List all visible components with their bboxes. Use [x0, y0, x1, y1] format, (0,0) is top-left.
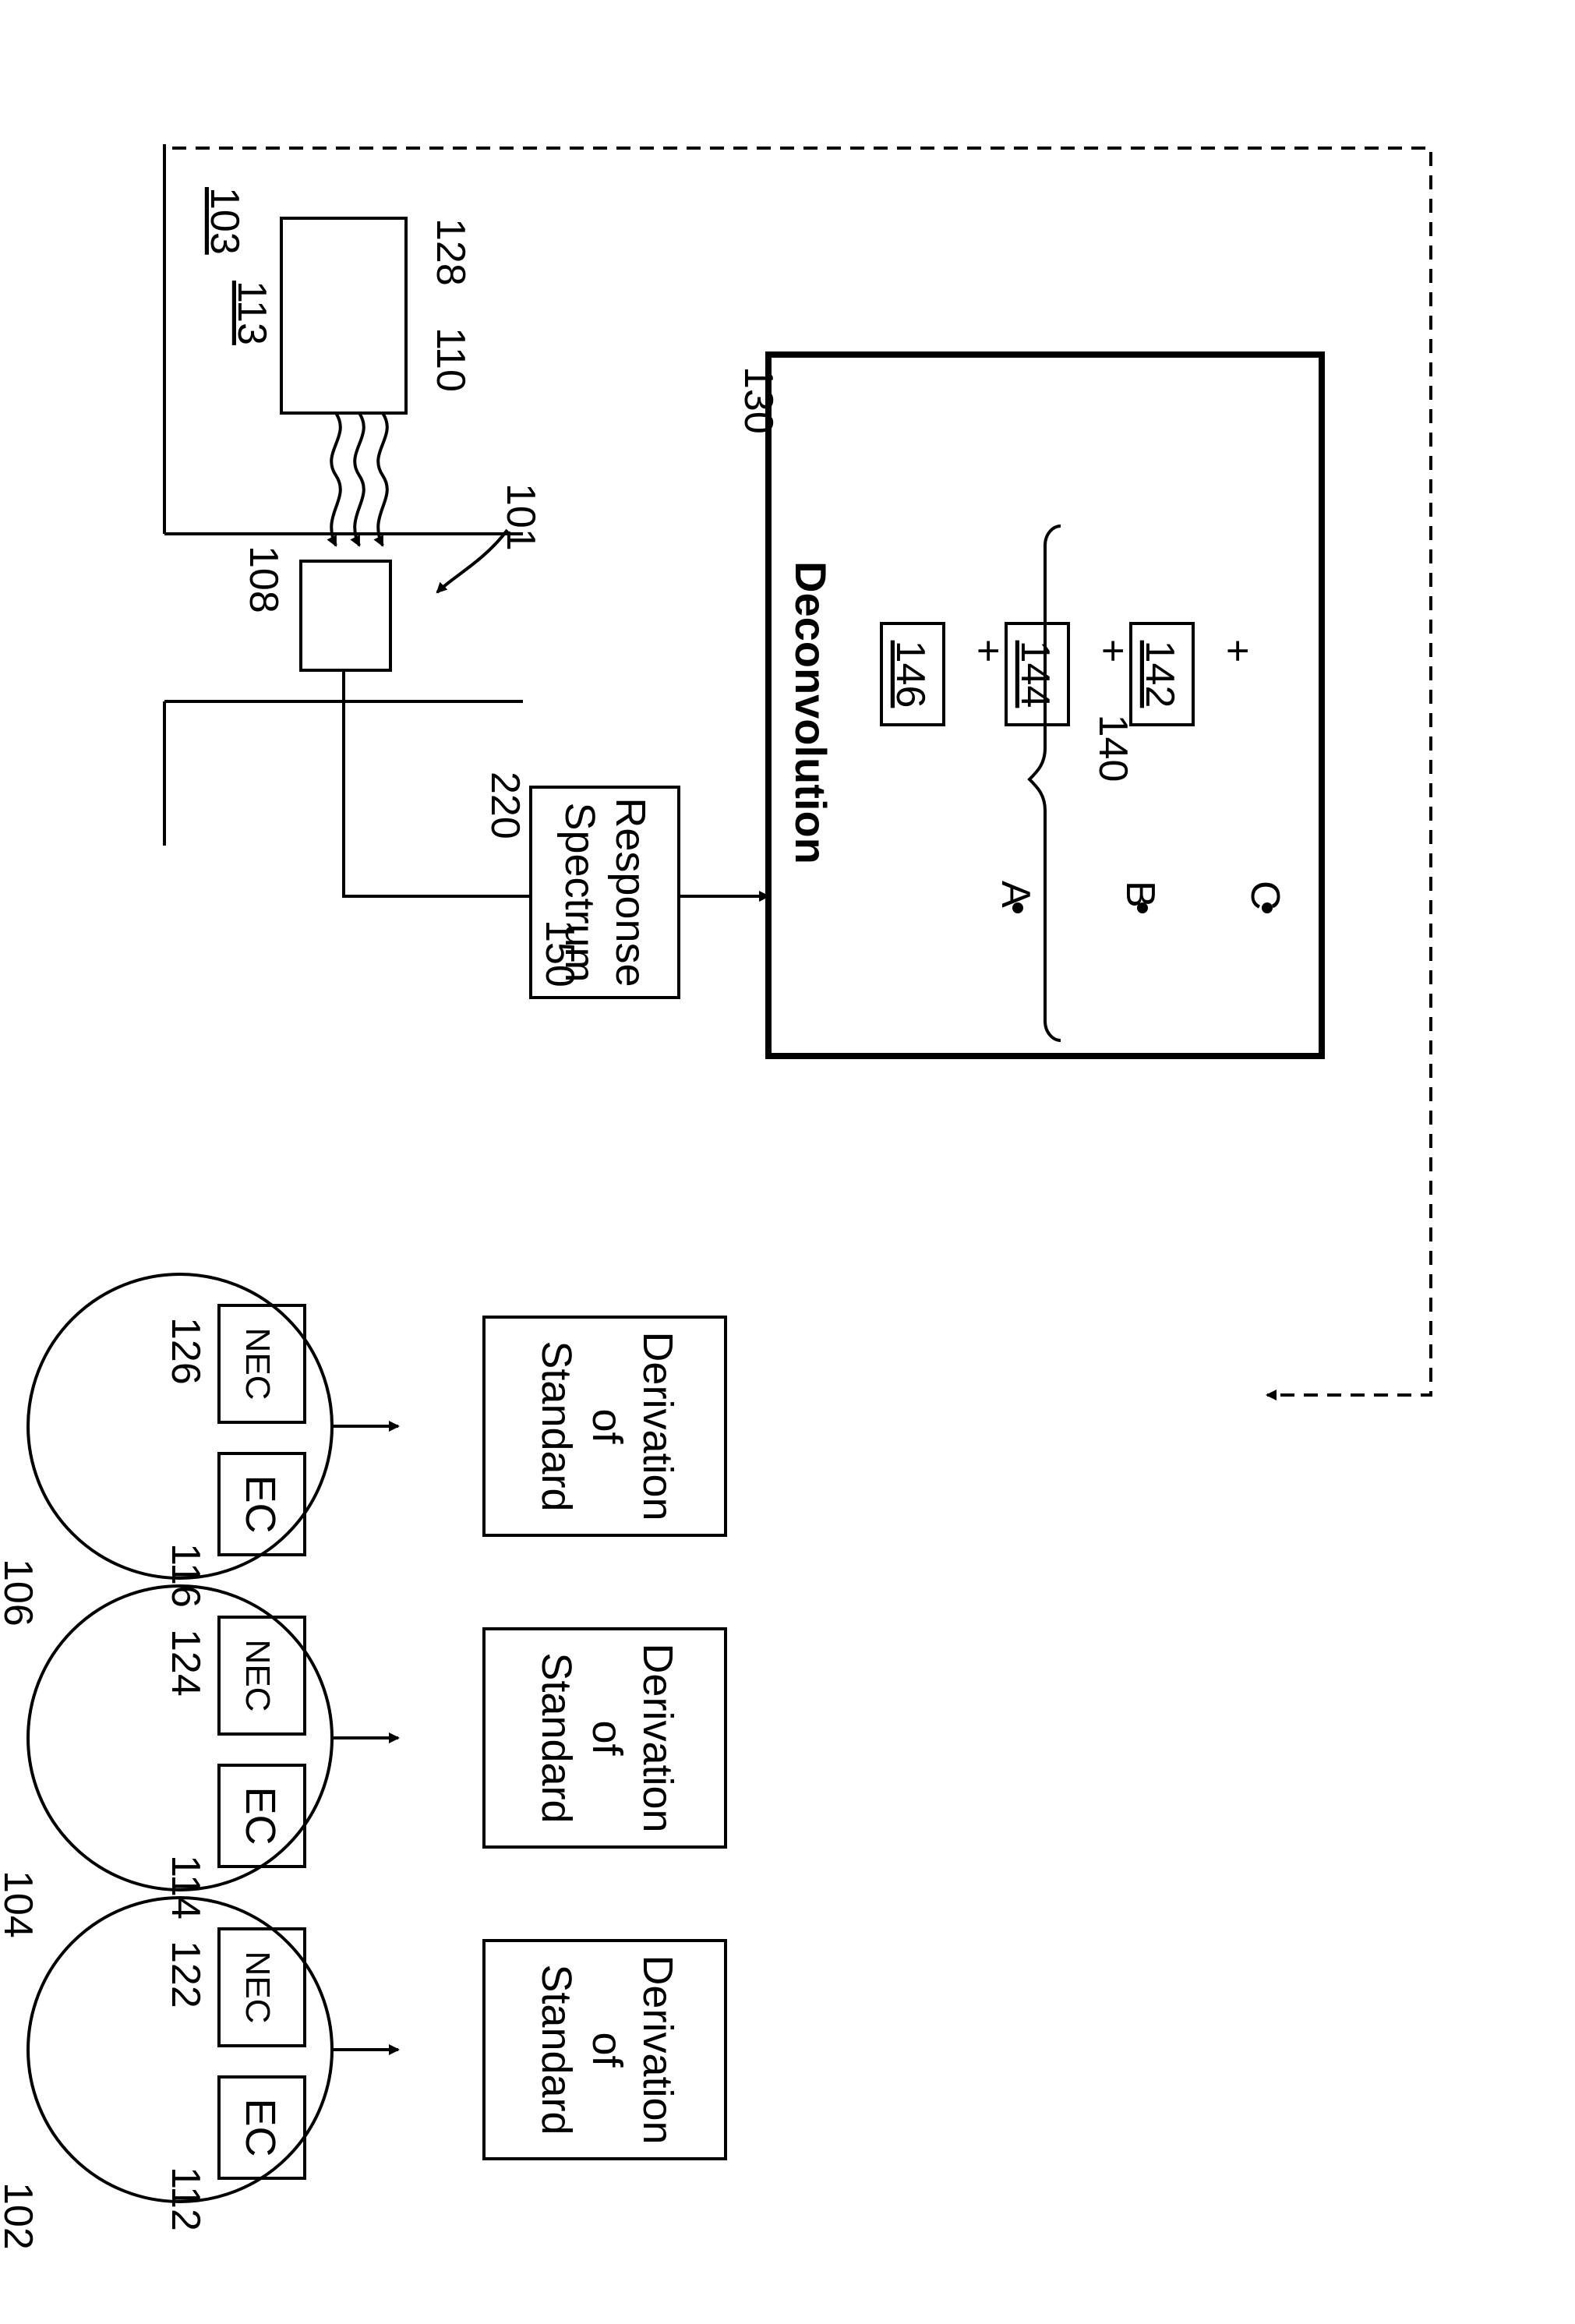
diagram-overlay: [0, 0, 1575, 2324]
